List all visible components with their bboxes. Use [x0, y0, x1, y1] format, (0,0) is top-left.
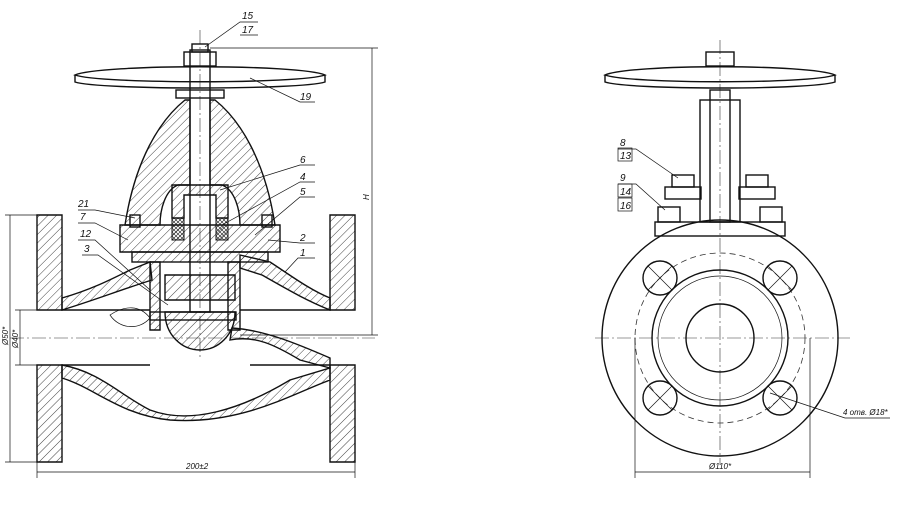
callout-9: 9 [620, 173, 626, 184]
callout-1: 1 [300, 248, 306, 259]
callouts-left: 15 17 19 6 4 5 2 1 21 7 12 3 [77, 11, 315, 306]
callout-21: 21 [77, 199, 89, 210]
gland [171, 184, 229, 219]
washer [191, 43, 209, 53]
dim-bolt-circle: Ø110* [708, 462, 732, 471]
body-wall-outlet-top [239, 254, 331, 312]
callout-5: 5 [300, 187, 306, 198]
yoke-left [124, 99, 191, 226]
bore [685, 303, 755, 373]
right-flange-top [329, 214, 356, 311]
packing-left [171, 217, 185, 241]
gland-left [664, 186, 702, 200]
callout-19: 19 [300, 92, 312, 103]
bolt-nut-left [129, 214, 141, 228]
dimensions-left: H Ø50* Ø40* 200±2 [1, 47, 378, 478]
callout-14: 14 [620, 187, 632, 198]
handwheel-side [603, 66, 837, 89]
gland-nut-left [671, 174, 695, 188]
disc [164, 311, 236, 351]
body-partition [229, 327, 331, 369]
body-wall-bottom [61, 364, 331, 422]
dim-bore-diameter: Ø40* [11, 329, 20, 349]
callout-12: 12 [80, 229, 92, 240]
gland-nut-right [745, 174, 769, 188]
bolt-nut-side-left [657, 206, 681, 223]
callouts-right: 8 13 9 14 16 [617, 138, 679, 212]
bolt-holes [642, 260, 798, 416]
raised-face-inner [657, 275, 783, 401]
bonnet-flange [119, 224, 281, 253]
handwheel-nut-side [705, 51, 735, 67]
dim-outer-diameter: Ø50* [1, 326, 10, 346]
dimensions-right: 4 отв. Ø18* Ø110* [634, 338, 890, 478]
gasket [131, 251, 269, 263]
section-view: 15 17 19 6 4 5 2 1 21 7 12 3 [1, 11, 378, 478]
callout-8: 8 [620, 138, 626, 149]
handwheel-hub [175, 89, 225, 99]
bolt-nut-side-right [759, 206, 783, 223]
dim-holes: 4 отв. Ø18* [843, 408, 889, 417]
handwheel [73, 66, 327, 89]
yoke-right [209, 99, 276, 226]
callout-6: 6 [300, 155, 306, 166]
bolt-circle [634, 252, 806, 424]
callout-13: 13 [620, 151, 632, 162]
callout-17: 17 [242, 25, 254, 36]
callout-7: 7 [80, 212, 86, 223]
callout-16: 16 [620, 201, 632, 212]
gland-right [738, 186, 776, 200]
packing-right [215, 217, 229, 241]
stem-side [709, 89, 731, 223]
callout-2: 2 [299, 233, 306, 244]
right-flange-bottom [329, 364, 356, 463]
left-flange-top [36, 214, 63, 311]
callout-3: 3 [84, 244, 90, 255]
raised-face-outer [651, 269, 789, 407]
seat-ring [149, 311, 237, 321]
callout-4: 4 [300, 172, 306, 183]
disc-holder [164, 274, 236, 301]
callout-15: 15 [242, 11, 254, 22]
dim-height: H [362, 194, 371, 200]
flange-outline [601, 219, 839, 457]
dim-length: 200±2 [185, 462, 209, 471]
left-flange-bottom [36, 364, 63, 463]
body-wall-inlet-top [61, 261, 153, 311]
side-view: 8 13 9 14 16 4 отв. Ø18* Ø110* [595, 40, 890, 478]
